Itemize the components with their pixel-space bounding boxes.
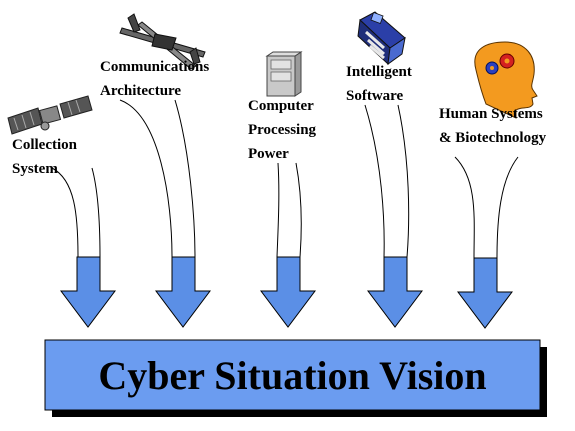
connector-human-right	[496, 156, 519, 259]
connector-comm-right	[174, 99, 196, 258]
aircraft-icon	[119, 13, 206, 70]
label-computer-processing-power: Computer Processing Power	[248, 98, 317, 162]
banner-title: Cyber Situation Vision	[98, 352, 487, 398]
arrow-communications	[155, 256, 211, 328]
connector-collection-left	[51, 167, 79, 258]
satellite-icon	[7, 95, 93, 135]
arrow-software	[367, 256, 423, 328]
connector-software-right	[397, 104, 410, 258]
label-human-systems-biotechnology: Human Systems & Biotechnology	[439, 106, 547, 146]
computer-tower-icon	[265, 51, 303, 97]
connector-computer-right	[295, 162, 302, 258]
arrow-computer	[260, 256, 316, 328]
software-box-icon	[357, 11, 406, 66]
connector-comm-left	[119, 99, 173, 258]
connector-human-left	[454, 156, 475, 259]
connector-lines	[51, 99, 519, 259]
connector-computer-left	[276, 162, 280, 258]
label-collection-system: Collection System	[12, 137, 77, 177]
banner-box	[44, 339, 541, 411]
label-intelligent-software: Intelligent Software	[346, 64, 412, 104]
arrow-human	[457, 257, 513, 329]
connector-collection-right	[91, 167, 101, 258]
label-communications-architecture: Communications Architecture	[100, 59, 210, 99]
arrow-collection	[60, 256, 116, 328]
head-gears-icon	[474, 41, 538, 119]
connector-software-left	[364, 104, 385, 258]
arrows	[60, 256, 513, 329]
